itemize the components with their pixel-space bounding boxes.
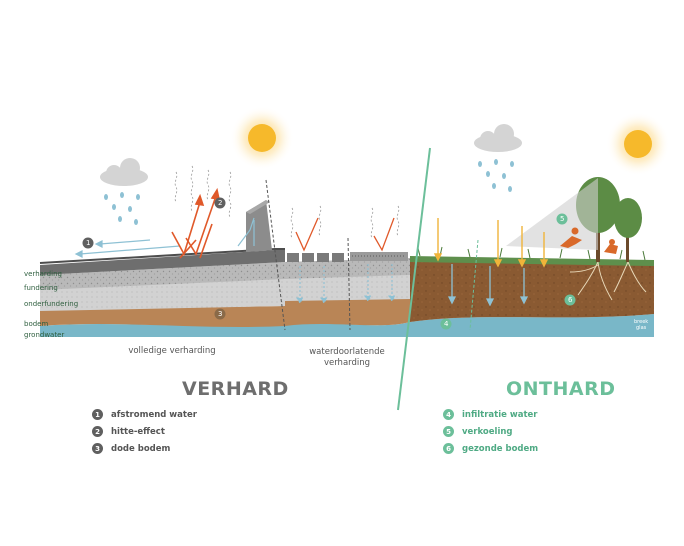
building-roof <box>246 200 270 214</box>
legend-number: 1 <box>92 409 103 420</box>
caption-permeable-line2: verharding <box>323 358 371 368</box>
infiltration-arrows-onthard <box>447 264 529 307</box>
badge-1-number: 1 <box>86 239 91 247</box>
cooling-sun-arrows <box>433 218 549 268</box>
label-verharding: verharding <box>24 270 62 278</box>
groundwater-layer <box>40 314 654 337</box>
heat-shimmer <box>174 165 400 239</box>
legend-item: 4 infiltratie water <box>443 406 538 423</box>
asphalt-top <box>39 248 285 264</box>
legend-item: 5 verkoeling <box>443 423 538 440</box>
legend-onthard: 4 infiltratie water 5 verkoeling 6 gezon… <box>443 406 538 457</box>
section-divider <box>265 179 286 331</box>
badge-2-number: 2 <box>218 199 223 207</box>
tree-roots <box>569 261 647 301</box>
title-onthard: ONTHARD <box>506 378 616 400</box>
badge-1 <box>82 237 94 249</box>
dashed-infiltration-line <box>469 239 479 331</box>
building-wall <box>246 200 272 252</box>
badge-3-number: 3 <box>218 310 223 318</box>
healthy-soil <box>410 258 654 322</box>
heat-arrows-small <box>295 217 395 252</box>
diagonal-separator <box>397 147 431 411</box>
legend-verhard: 1 afstromend water 2 hitte-effect 3 dode… <box>92 406 197 457</box>
foundation-layer <box>40 262 285 290</box>
label-bodem: bodem <box>24 320 49 328</box>
label-onderfundering: onderfundering <box>24 300 79 308</box>
legend-label: verkoeling <box>462 426 513 437</box>
heat-arrows <box>171 187 221 259</box>
legend-item: 1 afstromend water <box>92 406 197 423</box>
legend-number: 6 <box>443 443 454 454</box>
badge-5-number: 5 <box>560 215 565 223</box>
person-icon <box>560 227 582 248</box>
legend-number: 5 <box>443 426 454 437</box>
caption-permeable-line1: waterdoorlatende <box>309 347 385 357</box>
dog-icon <box>604 239 618 254</box>
sun-icon <box>606 112 670 176</box>
legend-label: dode bodem <box>111 443 171 454</box>
legend-label: afstromend water <box>111 409 197 420</box>
badge-5 <box>556 213 568 225</box>
legend-number: 3 <box>92 443 103 454</box>
caption-full-paving: volledige verharding <box>128 346 216 356</box>
rain-cloud-icon <box>474 124 522 192</box>
permeable-gravel <box>285 258 410 279</box>
legend-number: 4 <box>443 409 454 420</box>
label-fundering: fundering <box>24 284 58 292</box>
badge-3 <box>214 308 226 320</box>
legend-label: gezonde bodem <box>462 443 539 454</box>
logo-line1: breek <box>634 319 649 325</box>
logo-line2: glas <box>636 325 647 331</box>
section-divider <box>347 237 351 331</box>
badge-4-number: 4 <box>444 320 449 328</box>
runoff-arrows <box>74 217 255 258</box>
badge-6-number: 6 <box>568 296 573 304</box>
asphalt-layer <box>40 250 285 275</box>
tree-small <box>614 198 642 262</box>
shade-area <box>506 178 598 250</box>
sun-icon <box>230 106 294 170</box>
permeable-pavers <box>287 252 408 262</box>
permeable-soil <box>285 298 410 326</box>
legend-item: 6 gezonde bodem <box>443 440 538 457</box>
badge-4 <box>440 318 452 330</box>
legend-item: 2 hitte-effect <box>92 423 197 440</box>
legend-item: 3 dode bodem <box>92 440 197 457</box>
legend-number: 2 <box>92 426 103 437</box>
permeable-sand <box>285 274 410 301</box>
title-verhard: VERHARD <box>182 378 289 400</box>
label-grondwater: grondwater <box>24 331 65 339</box>
legend-label: hitte-effect <box>111 426 165 437</box>
infiltration-arrows-permeable <box>296 264 396 305</box>
rain-cloud-icon <box>100 158 148 225</box>
grass-strip <box>410 256 654 266</box>
legend-label: infiltratie water <box>462 409 538 420</box>
badge-6 <box>564 294 576 306</box>
badge-2 <box>214 197 226 209</box>
